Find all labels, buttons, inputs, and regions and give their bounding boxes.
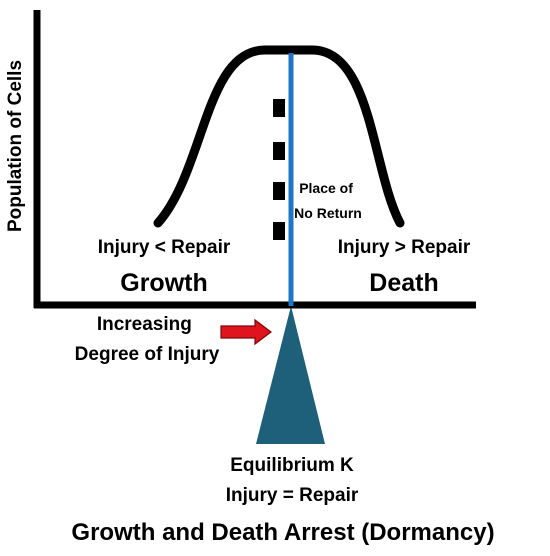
x-axis-arrow-label: Increasing Degree of Injury xyxy=(75,314,220,365)
increasing-injury-arrow-icon xyxy=(220,318,272,346)
x-axis-arrow-label-line: Degree of Injury xyxy=(75,344,220,365)
population-curve xyxy=(153,45,405,228)
threshold-label-line: No Return xyxy=(294,205,362,221)
right-condition-label: Injury > Repair xyxy=(338,237,471,258)
equilibrium-condition-label: Injury = Repair xyxy=(226,485,359,506)
left-condition-label: Injury < Repair xyxy=(98,237,231,258)
threshold-label-line: Place of xyxy=(299,180,353,196)
y-axis-label: Population of Cells xyxy=(5,60,26,232)
dash-segment xyxy=(273,222,285,240)
right-region-label: Death xyxy=(369,269,438,297)
dash-segment xyxy=(273,142,285,160)
dash-segment xyxy=(273,99,285,117)
equilibrium-fulcrum xyxy=(256,306,325,444)
equilibrium-label: Equilibrium K xyxy=(230,455,354,476)
dash-segment xyxy=(273,182,285,200)
diagram-caption: Growth and Death Arrest (Dormancy) xyxy=(71,519,494,546)
dashed-threshold-marker xyxy=(273,99,285,240)
x-axis-arrow-label-line: Increasing xyxy=(97,314,192,335)
left-region-label: Growth xyxy=(120,269,208,297)
threshold-label: Place of No Return xyxy=(294,180,362,221)
